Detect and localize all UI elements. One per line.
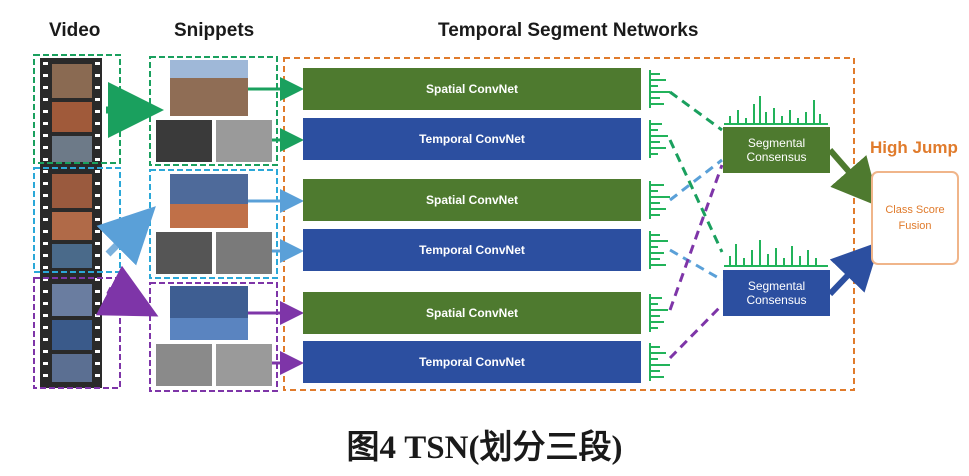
snippet-1-flow-y	[216, 120, 272, 162]
spatial-convnet-1-label: Spatial ConvNet	[425, 82, 518, 96]
snippet-3-track	[170, 318, 248, 340]
segmental-consensus-2-box	[723, 270, 830, 316]
snippet-1-flow-x	[156, 120, 212, 162]
consensus-2-line2: Consensus	[746, 293, 807, 307]
tsn-diagram	[33, 54, 959, 392]
segmental-consensus-2-label: Segmental Consensus	[723, 270, 830, 316]
snippet-to-convnet-arrows	[248, 77, 304, 375]
spatial-convnet-2-label: Spatial ConvNet	[425, 193, 518, 207]
snippets-header: Snippets	[174, 20, 255, 41]
video-segment-3-box	[33, 277, 121, 389]
tsn-header: Temporal Segment Networks	[438, 20, 699, 41]
snippet-3-flow-y	[216, 344, 272, 386]
fusion-line2: Fusion	[898, 220, 932, 232]
temporal-convnet-1-box	[303, 118, 641, 160]
video-header: Video	[49, 20, 101, 41]
temporal-convnet-2-label: Temporal ConvNet	[419, 243, 525, 257]
arrow-video-to-snippet-3	[95, 265, 159, 317]
arrow-video-to-snippet-2	[96, 206, 156, 266]
tsn-frame	[283, 57, 855, 391]
arrow-consensus-1-to-fusion	[827, 148, 880, 208]
segmental-consensus-1-label: Segmental Consensus	[723, 127, 830, 173]
film-frames	[52, 64, 92, 382]
spatial-convnet-1-box	[303, 68, 641, 110]
temporal-convnet-1-label: Temporal ConvNet	[419, 132, 525, 146]
consensus-1-score-histogram	[724, 96, 828, 125]
convnet-to-consensus-links	[668, 90, 724, 360]
arrow-consensus-2-to-fusion	[827, 241, 881, 297]
snippet-3-box	[149, 282, 278, 392]
spatial-convnet-3-label: Spatial ConvNet	[425, 306, 518, 320]
result-label: High Jump	[870, 138, 958, 157]
snippet-2-flow-y	[216, 232, 272, 274]
figure-caption: 图4 TSN(划分三段)	[346, 430, 623, 466]
segmental-consensus-1-box	[723, 127, 830, 173]
spatial-convnet-2-box	[303, 179, 641, 221]
class-score-fusion-label: Class Score Fusion	[872, 172, 958, 264]
temporal-convnet-2-box	[303, 229, 641, 271]
snippet-2-track	[170, 204, 248, 228]
temporal-convnet-3-box	[303, 341, 641, 383]
fusion-line1: Class Score	[885, 204, 945, 216]
class-score-fusion-box	[871, 171, 959, 265]
snippet-2-flow-x	[156, 232, 212, 274]
spatial-convnet-3-box	[303, 292, 641, 334]
snippet-1-sky	[170, 60, 248, 78]
consensus-1-line1: Segmental	[747, 136, 806, 150]
snippet-3-flow-x	[156, 344, 212, 386]
video-filmstrip	[40, 58, 102, 388]
convnet-score-bars	[649, 70, 670, 381]
consensus-2-score-histogram	[724, 240, 828, 267]
consensus-2-line1: Segmental	[747, 279, 806, 293]
temporal-convnet-3-label: Temporal ConvNet	[419, 355, 525, 369]
consensus-1-line2: Consensus	[746, 150, 807, 164]
